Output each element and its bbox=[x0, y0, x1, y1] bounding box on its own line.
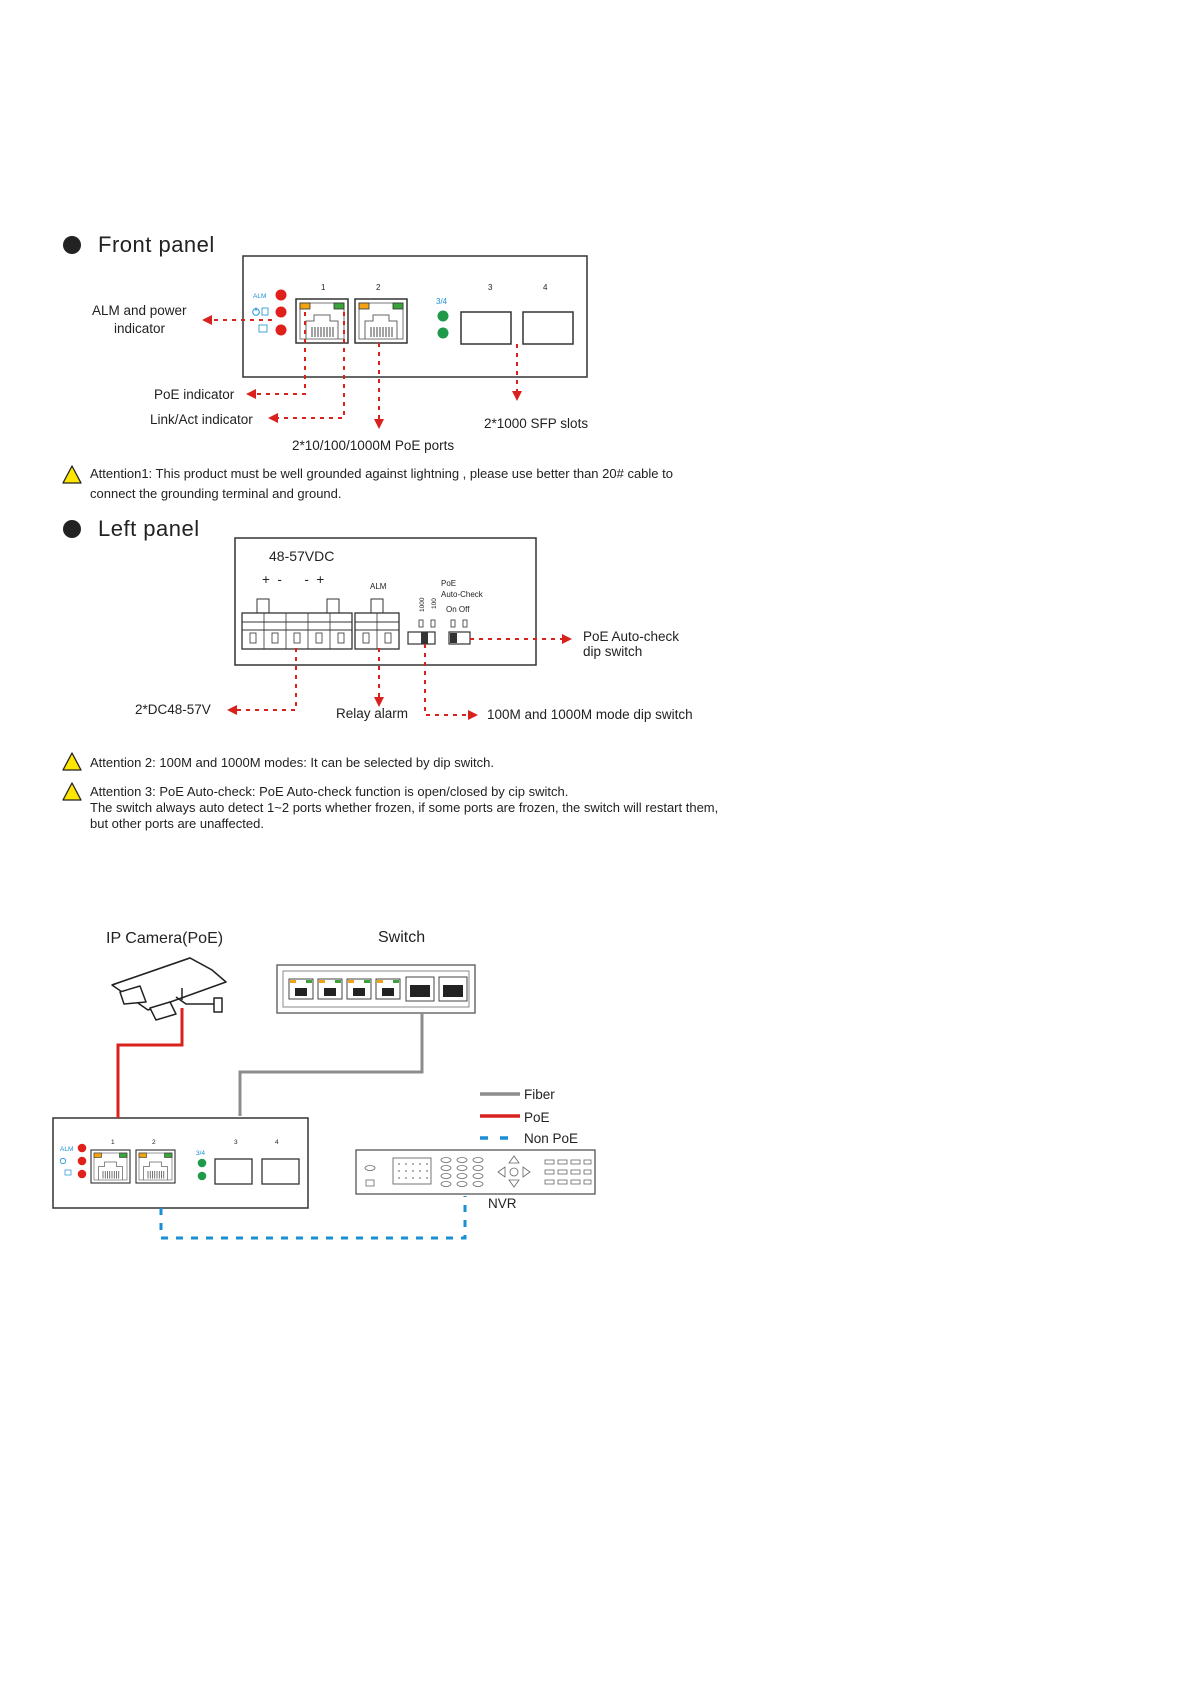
power-terminal-block bbox=[241, 598, 353, 650]
alm-led bbox=[77, 1143, 87, 1153]
poe-dip-label: PoE bbox=[441, 579, 456, 588]
alm-callout-label-1: ALM and power bbox=[92, 303, 187, 318]
bullet-icon bbox=[63, 236, 81, 254]
port-number-4: 4 bbox=[275, 1139, 279, 1146]
sfp-slot-4 bbox=[261, 1158, 300, 1185]
relay-callout-label: Relay alarm bbox=[336, 706, 408, 721]
legend: Fiber PoE Non PoE bbox=[480, 1087, 578, 1146]
power-led bbox=[77, 1156, 87, 1166]
alm-label: ALM bbox=[253, 293, 266, 300]
dc-callout-label: 2*DC48-57V bbox=[135, 702, 211, 717]
port-number-2: 2 bbox=[376, 283, 381, 292]
sfp-led-4 bbox=[197, 1171, 207, 1181]
sfp-slot-4 bbox=[522, 311, 574, 345]
poe-switch-device: ALM 1 2 3 4 3/4 bbox=[52, 1117, 309, 1209]
warning-icon bbox=[62, 782, 82, 801]
nvr-device bbox=[355, 1149, 596, 1195]
port-number-3: 3 bbox=[488, 283, 493, 292]
dc-callout-arrow bbox=[227, 648, 297, 715]
front-panel-device: ALM 1 2 3 4 3/4 bbox=[242, 255, 588, 378]
rj45-port-2 bbox=[135, 1149, 176, 1184]
poe-callout-arrow bbox=[246, 312, 306, 399]
camera-label: IP Camera(PoE) bbox=[106, 930, 223, 947]
dip-1000-label: 1000 bbox=[419, 597, 426, 612]
sfp-slot-3 bbox=[460, 311, 512, 345]
voltage-label: 48-57VDC bbox=[269, 548, 334, 564]
autocheck-dip-label: Auto-Check bbox=[441, 590, 484, 599]
switch-device bbox=[276, 964, 476, 1014]
polarity-label: + - - + bbox=[262, 572, 324, 587]
alm-callout-label-2: indicator bbox=[114, 321, 166, 336]
autocheck-dip-switch bbox=[448, 631, 471, 645]
alm-label: ALM bbox=[60, 1146, 73, 1153]
sfp-led-4 bbox=[437, 327, 449, 339]
sfp-led-3 bbox=[437, 310, 449, 322]
nvr-label: NVR bbox=[488, 1196, 517, 1211]
dip-100-label: 100 bbox=[431, 598, 438, 609]
alm-terminal-label: ALM bbox=[370, 582, 387, 591]
attention3-line3: but other ports are unaffected. bbox=[90, 816, 264, 831]
port-number-4: 4 bbox=[543, 283, 548, 292]
autocheck-callout-label-1: PoE Auto-check bbox=[583, 629, 679, 644]
alm-terminal-block bbox=[354, 598, 400, 650]
warning-icon bbox=[62, 465, 82, 484]
link-indicator-label: Link/Act indicator bbox=[150, 412, 253, 427]
manual-page: Front panel ALM 1 2 3 4 3/4 ALM and powe… bbox=[52, 232, 718, 1240]
legend-non-poe-label: Non PoE bbox=[524, 1131, 578, 1146]
attention1-line2: connect the grounding terminal and groun… bbox=[90, 486, 342, 501]
alm-led bbox=[275, 289, 287, 301]
legend-poe-label: PoE bbox=[524, 1110, 550, 1125]
poe-ports-label: 2*10/100/1000M PoE ports bbox=[292, 438, 454, 453]
mode-dip-switch bbox=[407, 631, 436, 645]
link-callout-arrow bbox=[268, 312, 345, 423]
legend-fiber-label: Fiber bbox=[524, 1087, 555, 1102]
switch-label: Switch bbox=[378, 929, 425, 946]
ground-led bbox=[77, 1169, 87, 1179]
mode-callout-label: 100M and 1000M mode dip switch bbox=[487, 707, 693, 722]
rj45-port-2 bbox=[354, 298, 408, 344]
onoff-dip-label: On Off bbox=[446, 605, 470, 614]
sfp-slot-3 bbox=[214, 1158, 253, 1185]
poe-indicator-label: PoE indicator bbox=[154, 387, 235, 402]
power-icon bbox=[59, 1157, 67, 1165]
non-poe-cable-line bbox=[159, 1196, 467, 1240]
autocheck-callout-label-2: dip switch bbox=[583, 644, 642, 659]
attention3-line1: Attention 3: PoE Auto-check: PoE Auto-ch… bbox=[90, 784, 568, 799]
ip-camera-icon bbox=[111, 957, 227, 1021]
sfp-led-3 bbox=[197, 1158, 207, 1168]
warning-icon bbox=[62, 752, 82, 771]
rj45-port-1 bbox=[295, 298, 349, 344]
port-number-1: 1 bbox=[321, 283, 326, 292]
ground-icon bbox=[64, 1169, 72, 1176]
bullet-icon bbox=[63, 520, 81, 538]
port-number-2: 2 bbox=[152, 1139, 156, 1146]
sfp-slots-label: 2*1000 SFP slots bbox=[484, 416, 588, 431]
poe-cable-line bbox=[116, 1008, 184, 1118]
sfp-led-label: 3/4 bbox=[196, 1150, 205, 1157]
power-led bbox=[275, 306, 287, 318]
ground-icon bbox=[258, 324, 268, 333]
front-panel-title: Front panel bbox=[98, 232, 215, 257]
ground-led bbox=[275, 324, 287, 336]
fiber-cable-line bbox=[238, 1013, 424, 1116]
port-number-1: 1 bbox=[111, 1139, 115, 1146]
rj45-port-1 bbox=[90, 1149, 131, 1184]
sfp-led-label: 3/4 bbox=[436, 297, 448, 306]
left-panel-title: Left panel bbox=[98, 516, 200, 541]
power-icon bbox=[252, 307, 269, 316]
attention1-line1: Attention1: This product must be well gr… bbox=[90, 466, 673, 481]
port-number-3: 3 bbox=[234, 1139, 238, 1146]
left-panel-device: 48-57VDC + - - + ALM bbox=[234, 537, 537, 666]
attention3-line2: The switch always auto detect 1~2 ports … bbox=[90, 800, 718, 815]
attention2: Attention 2: 100M and 1000M modes: It ca… bbox=[90, 755, 494, 770]
